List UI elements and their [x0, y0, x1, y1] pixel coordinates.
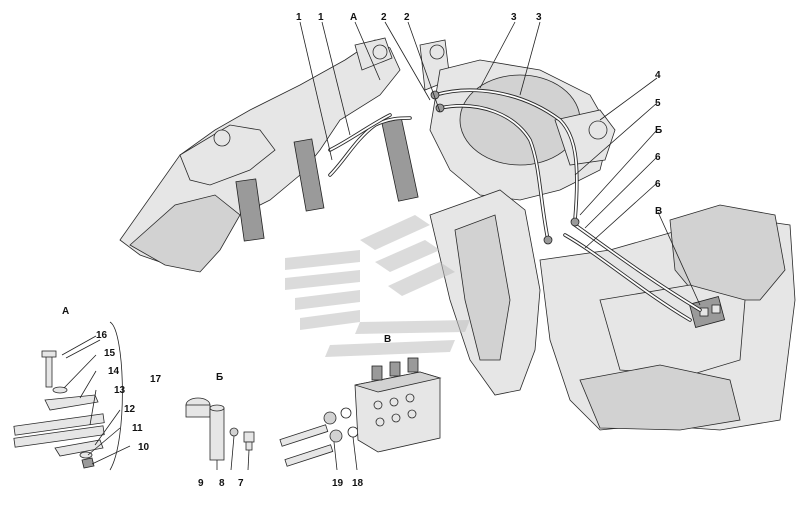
- label-16: 16: [96, 330, 108, 341]
- logo-watermark: [285, 215, 470, 357]
- label-19: 19: [332, 478, 344, 489]
- detail-a-clamp-assembly: [13, 321, 123, 471]
- nut-10: [81, 457, 95, 469]
- clamp-12: [54, 439, 104, 457]
- label-14: 14: [108, 366, 120, 377]
- callout-6b: 6: [655, 179, 661, 190]
- o-ring-18b: [347, 426, 359, 438]
- frame-column-face: [454, 214, 511, 361]
- chassis-box: [669, 204, 786, 301]
- chassis-lower: [579, 364, 741, 431]
- label-15: 15: [104, 348, 116, 359]
- callout-a: А: [350, 12, 357, 23]
- callout-labels: 1 1 А 2 2 3 3 4 5 Б 6 6 В В А 16 15 14 1…: [62, 12, 662, 489]
- callout-2b: 2: [404, 12, 410, 23]
- label-13: 13: [114, 385, 126, 396]
- pivot-pin-3: [213, 129, 231, 147]
- label-11: 11: [132, 423, 143, 434]
- detail-a-title: А: [62, 306, 69, 317]
- label-7: 7: [238, 478, 244, 489]
- callout-b: Б: [655, 125, 662, 136]
- pivot-pin-2: [429, 44, 445, 60]
- callout-v-center: В: [384, 334, 391, 345]
- boom-arm-upper: [179, 124, 276, 186]
- hose-lines: [328, 88, 702, 322]
- nut-19a: [323, 411, 337, 425]
- label-12: 12: [124, 404, 136, 415]
- hose-tube-13b: [13, 425, 105, 448]
- callout-5: 5: [655, 98, 661, 109]
- label-10: 10: [138, 442, 150, 453]
- detail-a-bracket: [109, 321, 123, 471]
- fitting-body: [185, 404, 211, 418]
- leader-lines: [61, 21, 701, 471]
- side-pin: [588, 120, 608, 140]
- washer-11: [79, 451, 93, 459]
- label-9: 9: [198, 478, 204, 489]
- label-17: 17: [150, 374, 162, 385]
- washer-15: [52, 386, 68, 394]
- callout-1a: 1: [296, 12, 302, 23]
- main-assembly: [119, 37, 796, 431]
- chassis-plate: [599, 284, 746, 376]
- callout-6a: 6: [655, 152, 661, 163]
- bolt-7: [243, 431, 255, 443]
- stud-19a: [279, 424, 329, 447]
- clamp-14: [44, 394, 99, 411]
- callout-3a: 3: [511, 12, 517, 23]
- distributor-valve-installed: [688, 296, 726, 328]
- detail-v-valve-assembly: [279, 357, 442, 467]
- detail-b-adapter-assembly: [185, 397, 255, 461]
- callout-v: В: [655, 206, 662, 217]
- callout-2a: 2: [381, 12, 387, 23]
- callout-3b: 3: [536, 12, 542, 23]
- o-ring-18a: [340, 407, 352, 419]
- label-8: 8: [219, 478, 225, 489]
- hose-tube-13a: [13, 413, 105, 436]
- lift-cylinder-right: [381, 118, 419, 202]
- lift-cylinder-left: [235, 178, 265, 242]
- nut-19b: [329, 429, 343, 443]
- adapter-9: [209, 407, 225, 461]
- pivot-pin-1: [372, 44, 388, 60]
- bolt-16: [45, 354, 53, 388]
- seal-ring-8: [229, 427, 239, 437]
- label-18: 18: [352, 478, 364, 489]
- callout-1b: 1: [318, 12, 324, 23]
- lift-cylinder-mid: [293, 138, 325, 212]
- boom-arm-lower: [129, 194, 241, 273]
- stud-19b: [284, 444, 334, 467]
- detail-b-title: Б: [216, 372, 223, 383]
- callout-4: 4: [655, 70, 661, 81]
